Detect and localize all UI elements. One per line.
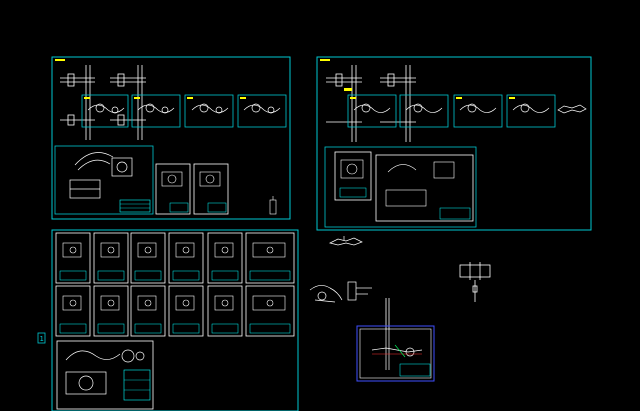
detail-box-row	[347, 94, 587, 128]
parts-sheet-grid	[55, 232, 295, 337]
parts-sheet	[245, 285, 295, 337]
drawing-sheet-top-right[interactable]	[316, 56, 592, 231]
parts-sheet	[168, 232, 204, 284]
parts-sheet	[168, 285, 204, 337]
detail-sheet-large	[324, 146, 477, 228]
detail-sheet-large	[54, 145, 154, 215]
parts-sheet	[245, 232, 295, 284]
ucs-axis-icon	[37, 332, 46, 344]
loose-part-gear	[328, 236, 363, 246]
shaft-elevation-group	[326, 65, 416, 142]
parts-sheet	[130, 232, 166, 284]
ucs-label: 1	[40, 335, 44, 343]
loose-part-coupling	[459, 262, 491, 302]
parts-sheet	[130, 285, 166, 337]
detail-box-row	[81, 94, 287, 128]
parts-sheet	[55, 232, 91, 284]
drawing-sheet-top-left[interactable]	[51, 56, 291, 220]
loose-part-clamp	[309, 281, 372, 303]
parts-sheet	[93, 285, 129, 337]
shaft-elevation-group	[60, 65, 146, 140]
drawing-sheet-bottom-left[interactable]	[51, 229, 299, 411]
drawing-sheet-assembly[interactable]	[356, 325, 435, 382]
parts-sheet	[93, 232, 129, 284]
parts-sheet	[207, 285, 243, 337]
assembly-sheet	[56, 340, 154, 410]
ucs-marker[interactable]: 1	[37, 332, 46, 344]
detail-sheet-pair	[155, 163, 229, 215]
loose-part-shaft	[385, 298, 390, 330]
parts-sheet	[55, 285, 91, 337]
small-part-detail	[269, 196, 277, 215]
parts-sheet	[207, 232, 243, 284]
